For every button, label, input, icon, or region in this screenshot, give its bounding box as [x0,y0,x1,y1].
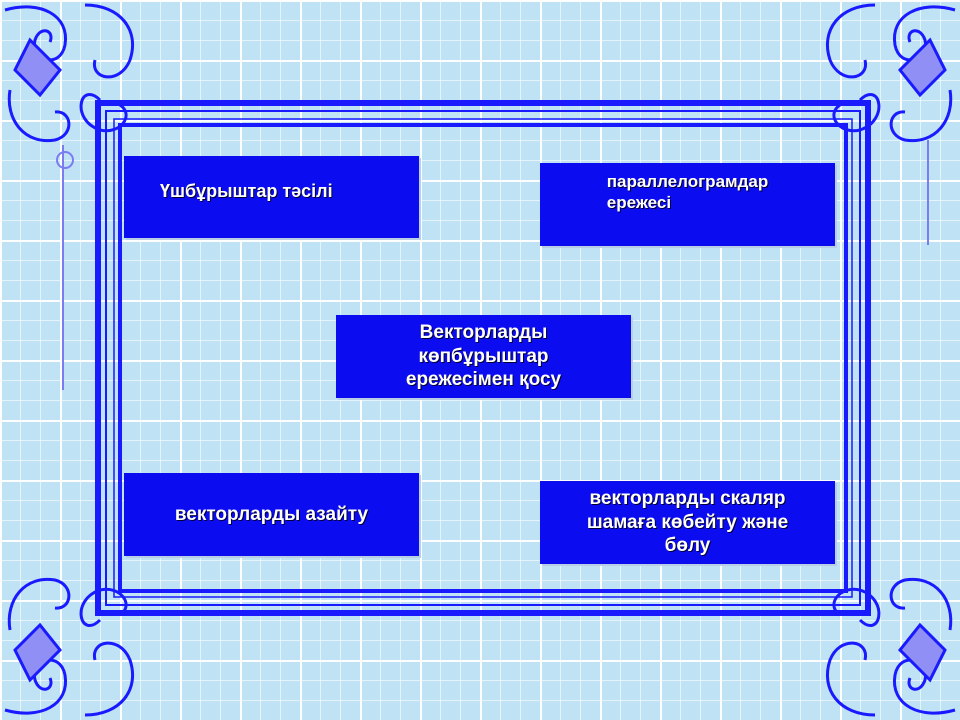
corner-ornament-bottom-right [825,577,956,717]
box-polygon-rule-label: Векторларды көпбұрыштар ережесімен қосу [405,321,562,391]
box-parallelogram-rule-label: параллелограмдар ережесі [606,172,769,213]
frame-inner-line-2 [113,118,853,598]
box-vector-subtraction: векторларды азайту [124,473,419,556]
box-triangle-method-label: Үшбұрыштар тәсілі [160,181,333,201]
frame-inner-border [118,123,848,593]
box-scalar-multiplication: векторларды скаляр шамаға көбейту және б… [540,481,835,564]
box-parallelogram-rule: параллелограмдар ережесі [540,163,835,246]
corner-ornament-top-left [4,3,135,390]
box-polygon-rule: Векторларды көпбұрыштар ережесімен қосу [336,315,631,398]
corner-ornament-bottom-left [4,577,135,717]
frame-outer-border [95,100,871,616]
corner-ornament-top-right [825,3,956,245]
box-triangle-method: Үшбұрыштар тәсілі [124,156,419,238]
box-scalar-multiplication-label: векторларды скаляр шамаға көбейту және б… [586,487,789,557]
frame-inner-line [105,110,861,606]
box-vector-subtraction-label: векторларды азайту [174,503,369,525]
